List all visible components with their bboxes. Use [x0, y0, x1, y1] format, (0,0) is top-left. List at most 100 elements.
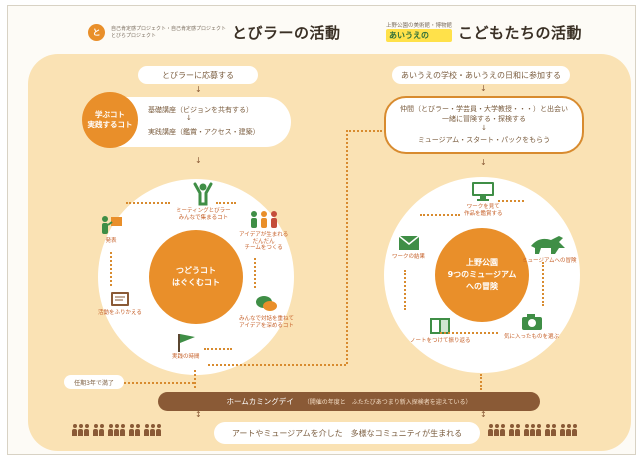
connector: [404, 270, 406, 310]
person-icon: [72, 424, 77, 436]
connector: [124, 382, 194, 384]
down-arrow-icon: ↓: [195, 156, 202, 165]
connector: [346, 130, 348, 364]
step-notebook: ノートをつけて振り返る: [410, 316, 471, 345]
people-group-icon: [560, 424, 577, 436]
connector: [216, 202, 236, 204]
step-museum-adventure: ミュージアムへの冒険: [522, 232, 577, 265]
person-icon: [494, 424, 499, 436]
right-section-header: 上野公園の美術館・博物館 あいうえの こどもたちの活動: [386, 22, 582, 43]
left-hub-line-2: はぐくむコト: [172, 278, 220, 287]
person-icon: [78, 424, 83, 436]
activity-panel: とびラーに応募する ↓ 基礎講座（ビジョンを共有する） ↓ 実践講座（鑑賞・アク…: [28, 54, 631, 451]
course-practice: 実践講座（鑑賞・アクセス・建築）: [148, 128, 260, 136]
tobira-logo-icon: と: [88, 24, 105, 41]
down-arrow-icon: ↓: [186, 114, 192, 122]
person-icon: [509, 424, 514, 436]
left-hub-line-1: つどうコト: [176, 266, 216, 275]
right-logo-line-1: 上野公園の美術館・博物館: [386, 22, 453, 29]
step-label: 活動をふりかえる: [98, 310, 142, 317]
connector: [346, 130, 382, 132]
course-basic: 基礎講座（ビジョンを共有する）: [148, 106, 253, 114]
connector: [480, 374, 482, 390]
step-label-line: 活動をふりかえる: [98, 310, 142, 316]
person-icon: [536, 424, 541, 436]
right-crowd-icon: [488, 424, 577, 436]
connector: [498, 200, 524, 202]
step-work-result: ワークの結果: [392, 234, 425, 261]
step-label: ワークを見て 作品を鑑賞する: [464, 204, 503, 217]
step-choose: 気に入ったものを選ぶ: [504, 312, 559, 341]
down-arrow-icon: ↓: [195, 85, 202, 94]
open-book-icon: [430, 318, 451, 334]
right-adventure-box: 仲間（とびラー・学芸員・大学教授・・・）と出会い 一緒に冒険する・探検する ↓ …: [384, 96, 584, 154]
step-presentation: 発表: [98, 214, 124, 245]
connector: [208, 364, 346, 366]
step-reflect: 活動をふりかえる: [98, 290, 142, 317]
computer-screen-icon: [472, 182, 495, 201]
step-label: みんなで対話を重ねて アイデアを深めるコト: [239, 316, 294, 329]
community-pill: アートやミュージアムを介した 多様なコミュニティが生まれる: [214, 422, 480, 444]
person-icon: [488, 424, 493, 436]
people-group-icon: [144, 424, 161, 436]
tobira-hub: つどうコト はぐくむコト: [149, 230, 243, 324]
right-logo-line-2: あいうえの: [389, 30, 429, 40]
down-arrow-icon: ↓: [481, 124, 487, 132]
person-icon: [108, 424, 113, 436]
person-icon: [144, 424, 149, 436]
notebook-icon: [110, 292, 129, 306]
person-icon: [515, 424, 520, 436]
person-icon: [93, 424, 98, 436]
homecoming-day-bar: ホームカミングデイ （開催の年度と ふたたびあつまり新入探検者を迎えている）: [158, 392, 540, 411]
people-group-icon: [509, 424, 520, 436]
step-label-line: アイデアを深めるコト: [239, 322, 294, 329]
step-label-line: ワークの結果: [392, 254, 426, 260]
person-raising-arms-icon: [193, 182, 213, 206]
person-icon: [566, 424, 571, 436]
step-label-line: みんなで集まるコト: [178, 214, 229, 221]
step-label: 発表: [105, 238, 116, 245]
step-dialogue: みんなで対話を重ねて アイデアを深めるコト: [239, 294, 294, 329]
step-practice: 実践の時間: [172, 332, 200, 361]
step-label-line: ノートをつけて振り返る: [410, 338, 471, 344]
person-icon: [572, 424, 577, 436]
learn-practice-circle: 学ぶコト 実践するコト: [82, 92, 138, 148]
right-box-line-1: 仲間（とびラー・学芸員・大学教授・・・）と出会い: [400, 105, 568, 113]
homecoming-note: （開催の年度と ふたたびあつまり新入探検者を迎えている）: [303, 399, 472, 406]
person-icon: [99, 424, 104, 436]
learn-circle-line-1: 学ぶコト: [95, 110, 125, 119]
person-icon: [150, 424, 155, 436]
person-icon: [129, 424, 134, 436]
people-group-icon: [93, 424, 104, 436]
down-arrow-icon: ↕: [195, 410, 202, 419]
person-icon: [560, 424, 565, 436]
people-group-icon: [108, 424, 125, 436]
team-icon: [250, 211, 277, 228]
step-label: 実践の時間: [172, 354, 200, 361]
right-hub-line-3: への冒険: [466, 282, 498, 291]
tobira-logo-text: 自己肯定感プロジェクト・自己肯定感プロジェクト とびらプロジェクト: [111, 26, 226, 39]
person-icon: [120, 424, 125, 436]
right-box-line-3: ミュージアム・スタート・パックをもらう: [417, 136, 551, 144]
left-logo-line-2: とびらプロジェクト: [111, 32, 157, 39]
person-icon: [114, 424, 119, 436]
person-icon: [551, 424, 556, 436]
connector: [440, 332, 498, 334]
connector: [420, 214, 460, 216]
step-team: アイデアが生まれる だんだん チームをつくる: [239, 210, 288, 252]
down-arrow-icon: ↓: [480, 158, 487, 167]
camera-icon: [521, 314, 542, 330]
step-label-line: 気に入ったものを選ぶ: [504, 334, 560, 340]
dinosaur-icon: [531, 236, 566, 254]
aiueno-logo-icon: あいうえの: [386, 29, 453, 43]
step-label: アイデアが生まれる だんだん チームをつくる: [239, 232, 288, 252]
step-label-line: 作品を鑑賞する: [464, 210, 503, 217]
connector: [254, 258, 256, 288]
aiueno-logo-text: 上野公園の美術館・博物館 あいうえの: [386, 22, 453, 43]
step-label: 気に入ったものを選ぶ: [504, 334, 559, 341]
step-meeting: ミーティングとびラー みんなで集まるコト: [176, 182, 231, 221]
step-label: ミーティングとびラー みんなで集まるコト: [176, 208, 231, 221]
diagram-frame: と 自己肯定感プロジェクト・自己肯定感プロジェクト とびらプロジェクト とびラー…: [7, 5, 636, 455]
learn-circle-line-2: 実践するコト: [87, 120, 133, 129]
left-crowd-icon: [72, 424, 161, 436]
